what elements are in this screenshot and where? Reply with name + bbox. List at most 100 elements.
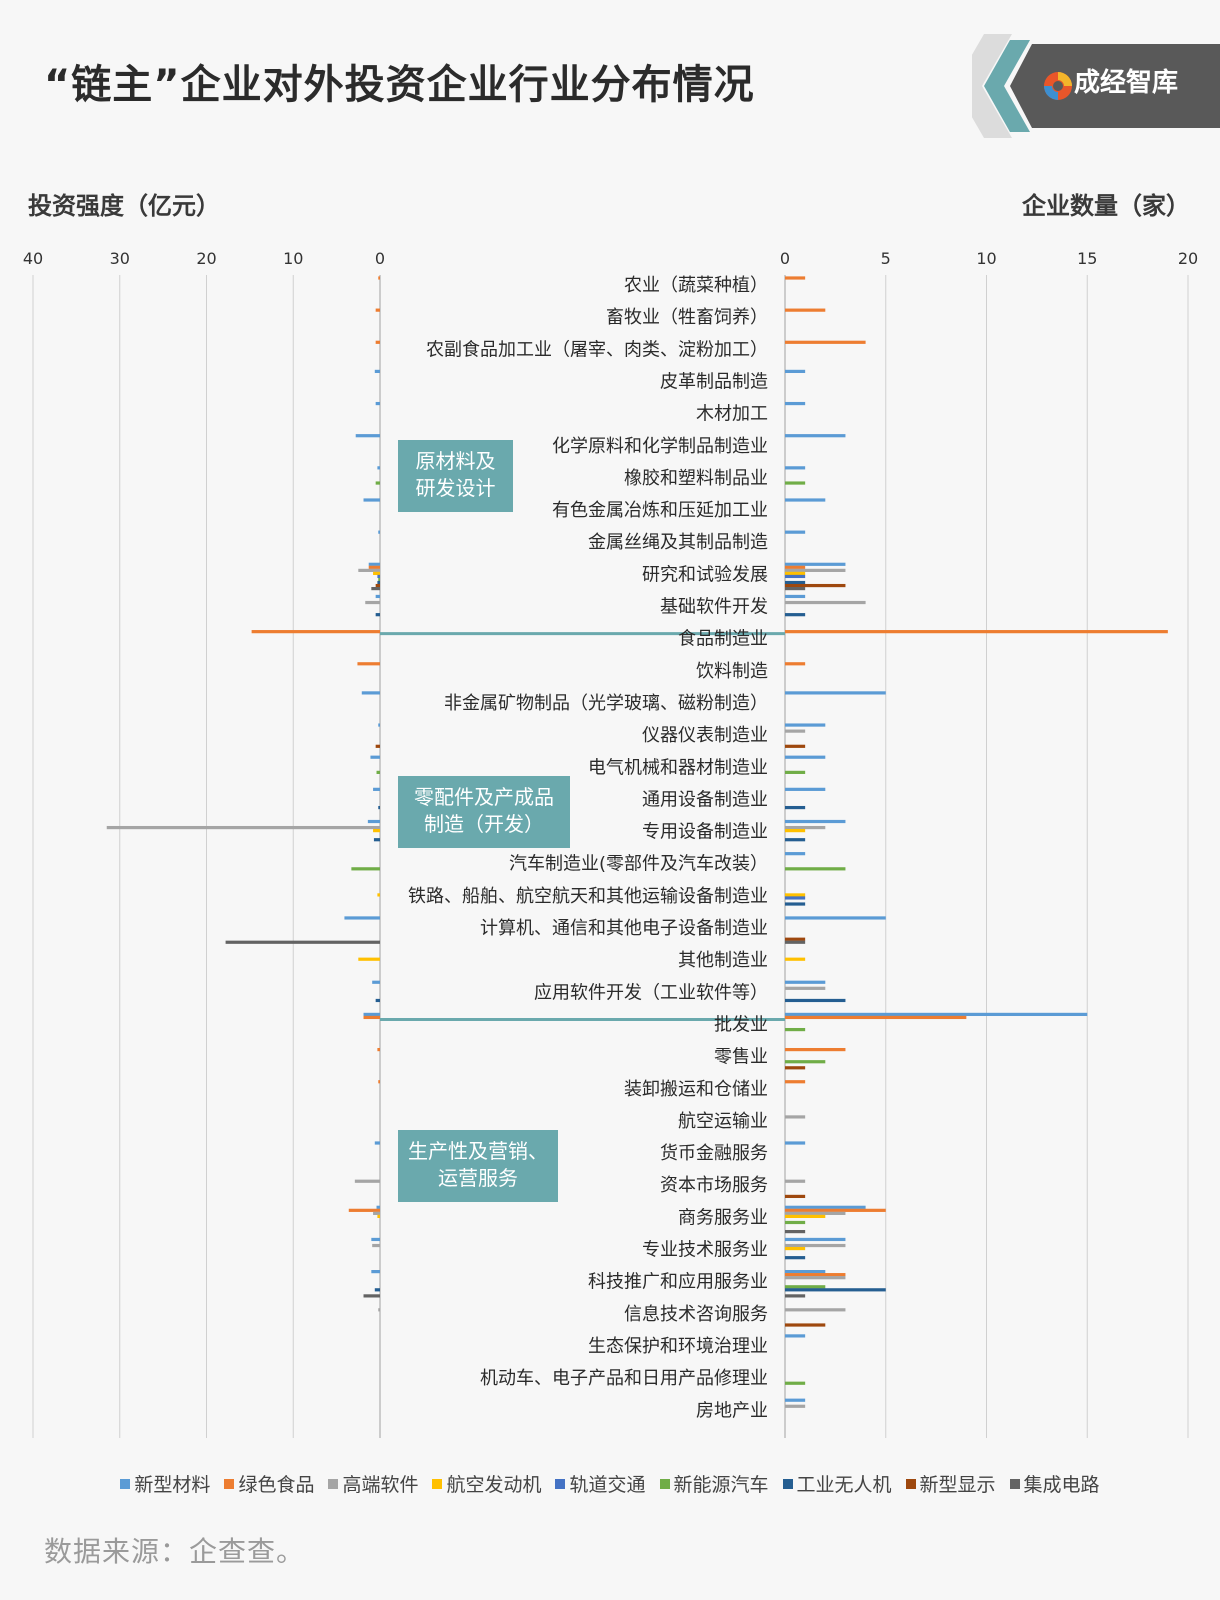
count-bar — [785, 1179, 806, 1183]
invest-bar — [375, 583, 380, 588]
count-bar — [785, 1060, 826, 1064]
count-bar — [785, 1115, 806, 1119]
invest-bar — [365, 600, 380, 605]
invest-bar — [375, 401, 380, 406]
count-bar — [785, 401, 806, 406]
count-bar — [785, 902, 806, 906]
invest-bar — [251, 630, 380, 634]
count-bar — [785, 1208, 886, 1212]
legend-item: 轨道交通 — [555, 1470, 646, 1497]
count-bar — [785, 1381, 806, 1385]
count-bar — [785, 1194, 806, 1199]
group-label-box — [398, 1130, 558, 1202]
group-label: 零配件及产成品 — [414, 785, 554, 809]
count-bar — [785, 1027, 806, 1032]
invest-bar — [372, 1243, 380, 1248]
count-bar — [785, 691, 886, 695]
category-label: 其他制造业 — [678, 950, 768, 971]
group-label: 制造（开发） — [424, 812, 544, 836]
group-label: 生产性及营销、 — [408, 1139, 548, 1163]
category-label: 科技推广和应用服务业 — [588, 1272, 768, 1293]
invest-bar — [378, 723, 380, 727]
count-bar — [785, 980, 826, 984]
invest-bar — [378, 530, 380, 534]
data-source-note: 数据来源：企查查。 — [44, 1535, 306, 1568]
count-bar — [785, 574, 806, 579]
count-bar — [785, 1080, 806, 1084]
invest-bar — [377, 574, 380, 579]
count-bar — [785, 805, 806, 810]
invest-bar — [377, 580, 380, 585]
left-axis-title: 投资强度（亿元） — [28, 192, 220, 220]
count-bar — [785, 1237, 846, 1242]
invest-bar — [372, 980, 380, 984]
count-bar — [785, 1246, 806, 1251]
invest-bar — [375, 613, 380, 617]
legend-label: 轨道交通 — [569, 1474, 646, 1496]
category-label: 金属丝绳及其制品制造 — [588, 532, 768, 553]
invest-bar — [344, 916, 380, 920]
invest-bar — [358, 568, 380, 572]
category-label: 装卸搬运和仓储业 — [624, 1079, 768, 1100]
count-bar — [785, 1015, 967, 1020]
legend-label: 新能源汽车 — [673, 1474, 769, 1496]
count-bar — [785, 571, 806, 576]
legend-swatch — [1009, 1478, 1020, 1489]
category-label: 农业（蔬菜种植） — [624, 275, 768, 296]
count-bar — [785, 1334, 806, 1338]
legend-label: 高端软件 — [342, 1474, 419, 1496]
count-bar — [785, 940, 806, 944]
count-bar — [785, 1294, 806, 1298]
count-bar — [785, 583, 846, 588]
legend-swatch — [782, 1478, 793, 1489]
count-bar — [785, 723, 826, 727]
count-bar — [785, 852, 806, 856]
right-tick-label: 0 — [780, 249, 790, 268]
invest-bar — [375, 594, 380, 599]
count-bar — [785, 770, 806, 774]
category-label: 批发业 — [714, 1014, 768, 1035]
count-bar — [785, 466, 806, 470]
count-bar — [785, 787, 826, 791]
invest-bar — [354, 1179, 380, 1183]
invest-bar — [368, 565, 380, 569]
count-bar — [785, 1243, 846, 1248]
invest-bar — [374, 1288, 380, 1292]
count-bar — [785, 594, 806, 599]
count-bar — [785, 1012, 1088, 1017]
chart-title: “链主”企业对外投资企业行业分布情况 — [44, 62, 755, 108]
legend-item: 新型材料 — [120, 1470, 210, 1497]
invest-bar — [377, 1214, 380, 1219]
category-label: 农副食品加工业（屠宰、肉类、淀粉加工） — [426, 339, 768, 360]
invest-bar — [373, 787, 380, 791]
legend-item: 集成电路 — [1009, 1470, 1100, 1497]
count-bar — [785, 755, 826, 759]
category-label: 应用软件开发（工业软件等） — [534, 982, 768, 1003]
category-label: 皮革制品制造 — [660, 371, 768, 392]
invest-bar — [378, 1080, 380, 1084]
legend-swatch — [120, 1478, 131, 1489]
count-bar — [785, 867, 846, 871]
invest-bar — [371, 1270, 380, 1274]
legend-label: 工业无人机 — [796, 1474, 892, 1496]
right-tick-label: 20 — [1178, 249, 1198, 268]
count-bar — [785, 340, 866, 344]
legend-item: 工业无人机 — [782, 1470, 892, 1497]
category-label: 航空运输业 — [678, 1111, 768, 1132]
category-label: 专用设备制造业 — [642, 822, 768, 843]
category-label: 木材加工 — [696, 404, 768, 425]
legend-item: 新能源汽车 — [659, 1470, 769, 1497]
right-tick-label: 15 — [1077, 249, 1097, 268]
invest-bar — [363, 1294, 380, 1298]
count-bar — [785, 729, 806, 733]
invest-bar — [363, 1015, 380, 1020]
invest-bar — [377, 1047, 380, 1052]
invest-bar — [361, 691, 380, 695]
invest-bar — [363, 498, 380, 502]
invest-bar — [225, 940, 380, 944]
legend-swatch — [905, 1478, 916, 1489]
count-bar — [785, 1141, 806, 1145]
invest-bar — [378, 805, 380, 810]
category-label: 零售业 — [714, 1047, 768, 1068]
category-label: 食品制造业 — [678, 629, 768, 650]
